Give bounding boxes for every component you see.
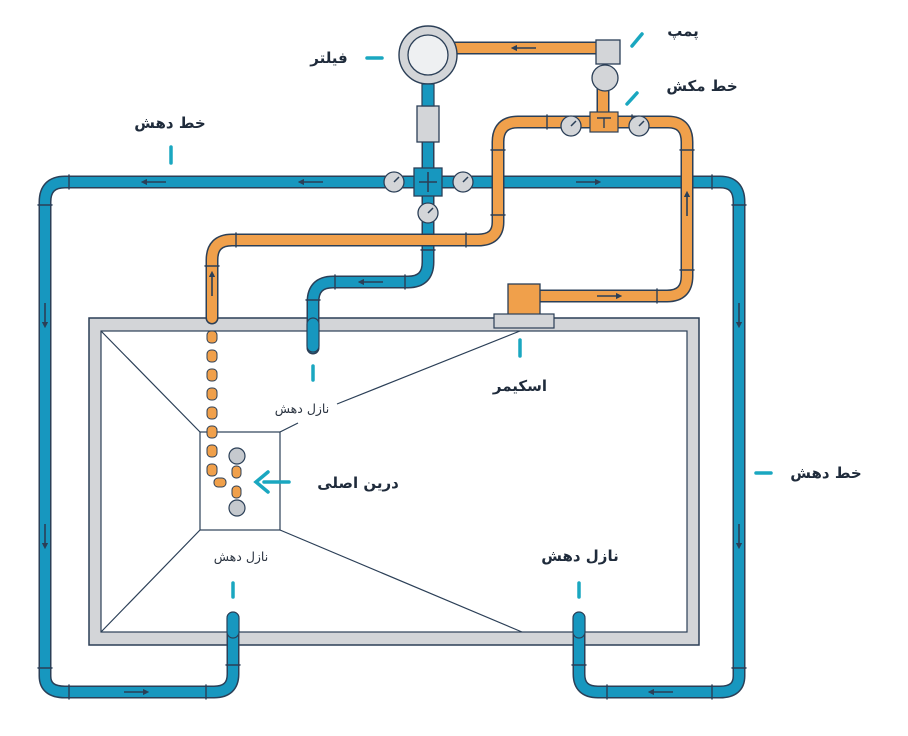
- suction-tee: [589, 111, 619, 133]
- filter: [398, 25, 458, 143]
- callout-ticks: [169, 32, 773, 599]
- label-suction-line: خط مکش: [666, 77, 737, 95]
- label-pump: پمپ: [667, 22, 699, 41]
- drain-dashed-pipe: [206, 330, 242, 499]
- label-nozzle-left: نازل دهش: [214, 549, 268, 565]
- label-pressure-line-left: خط دهش: [134, 114, 205, 132]
- floor-line: [279, 529, 523, 633]
- label-pressure-line-right: خط دهش: [790, 464, 861, 482]
- label-nozzle-right: نازل دهش: [541, 547, 618, 565]
- labels: پمپ فیلتر خط مکش خط دهش خط دهش اسکیمر در…: [134, 22, 861, 565]
- drain-grate-icon: [228, 499, 246, 517]
- pump: [591, 39, 621, 92]
- pressure-gauges: [383, 115, 650, 224]
- flow-arrows: [41, 44, 743, 696]
- nozzle-stub-right: [572, 611, 586, 639]
- gauge-icon: [560, 115, 582, 137]
- label-main-drain: درین اصلی: [317, 474, 399, 492]
- skimmer: [493, 283, 555, 329]
- gauge-icon: [628, 115, 650, 137]
- nozzle-stub-left: [226, 611, 240, 639]
- pressure-lines: [37, 113, 747, 700]
- gauge-icon: [417, 202, 439, 224]
- label-filter: فیلتر: [309, 49, 348, 67]
- distribution-manifold: [413, 167, 443, 197]
- main-drain-grates: [228, 447, 246, 517]
- pump-motor: [595, 39, 621, 65]
- floor-line: [100, 330, 201, 433]
- nozzle-stub-top: [306, 317, 320, 353]
- label-skimmer: اسکیمر: [492, 377, 547, 395]
- floor-line: [336, 330, 521, 405]
- filter-body: [416, 105, 440, 143]
- label-nozzle-top: نازل دهش: [275, 401, 329, 417]
- gauge-icon: [452, 171, 474, 193]
- floor-line: [100, 529, 201, 633]
- pump-housing: [591, 64, 619, 92]
- drain-grate-icon: [228, 447, 246, 465]
- gauge-icon: [383, 171, 405, 193]
- floor-line: [279, 422, 299, 433]
